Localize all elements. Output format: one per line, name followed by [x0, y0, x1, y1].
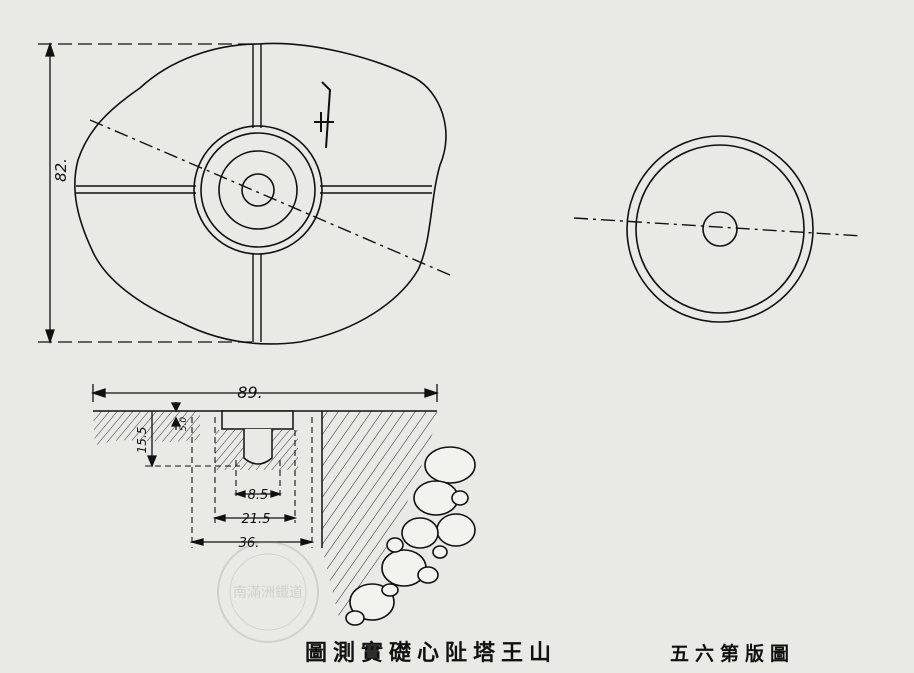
plan-height-dimension: [38, 41, 256, 345]
elevation-view: [573, 135, 863, 323]
north-arrow-icon: [314, 81, 334, 149]
plan-axis-line: [89, 119, 451, 276]
plate-number: 五六第版圖: [670, 642, 795, 665]
section-recess-depth-label: 5.0: [179, 417, 189, 432]
cross-grooves: [76, 44, 432, 342]
plate-title: 圖測實礎心阯塔王山: [305, 640, 557, 666]
section-stone-hatch: [93, 411, 437, 622]
section-depth-dimension: [147, 402, 182, 468]
plan-rings: [193, 125, 323, 255]
section-outer-width-label: 36.: [239, 536, 260, 551]
section-depth-label: 15.5: [135, 427, 149, 454]
section-hole-dimension: [233, 490, 283, 498]
plan-height-label: 82.: [52, 158, 70, 182]
elevation-axis-line: [573, 217, 863, 237]
section-left-hatch: [93, 411, 200, 445]
section-hole-width-label: 8.5: [248, 488, 269, 503]
stamp-text: 南滿洲鐵道: [233, 584, 303, 601]
stone-outline: [74, 42, 447, 345]
section-inner-width-label: 21.5: [242, 512, 271, 527]
section-inner-dimension: [212, 514, 298, 522]
plan-view: [38, 41, 451, 345]
section-width-dimension: [90, 384, 440, 402]
section-width-label: 89.: [237, 383, 262, 402]
foundation-cobblestones: [345, 446, 476, 626]
section-view: [90, 384, 476, 626]
section-outer-dimension: [189, 538, 315, 546]
library-stamp: 南滿洲鐵道: [217, 541, 319, 643]
